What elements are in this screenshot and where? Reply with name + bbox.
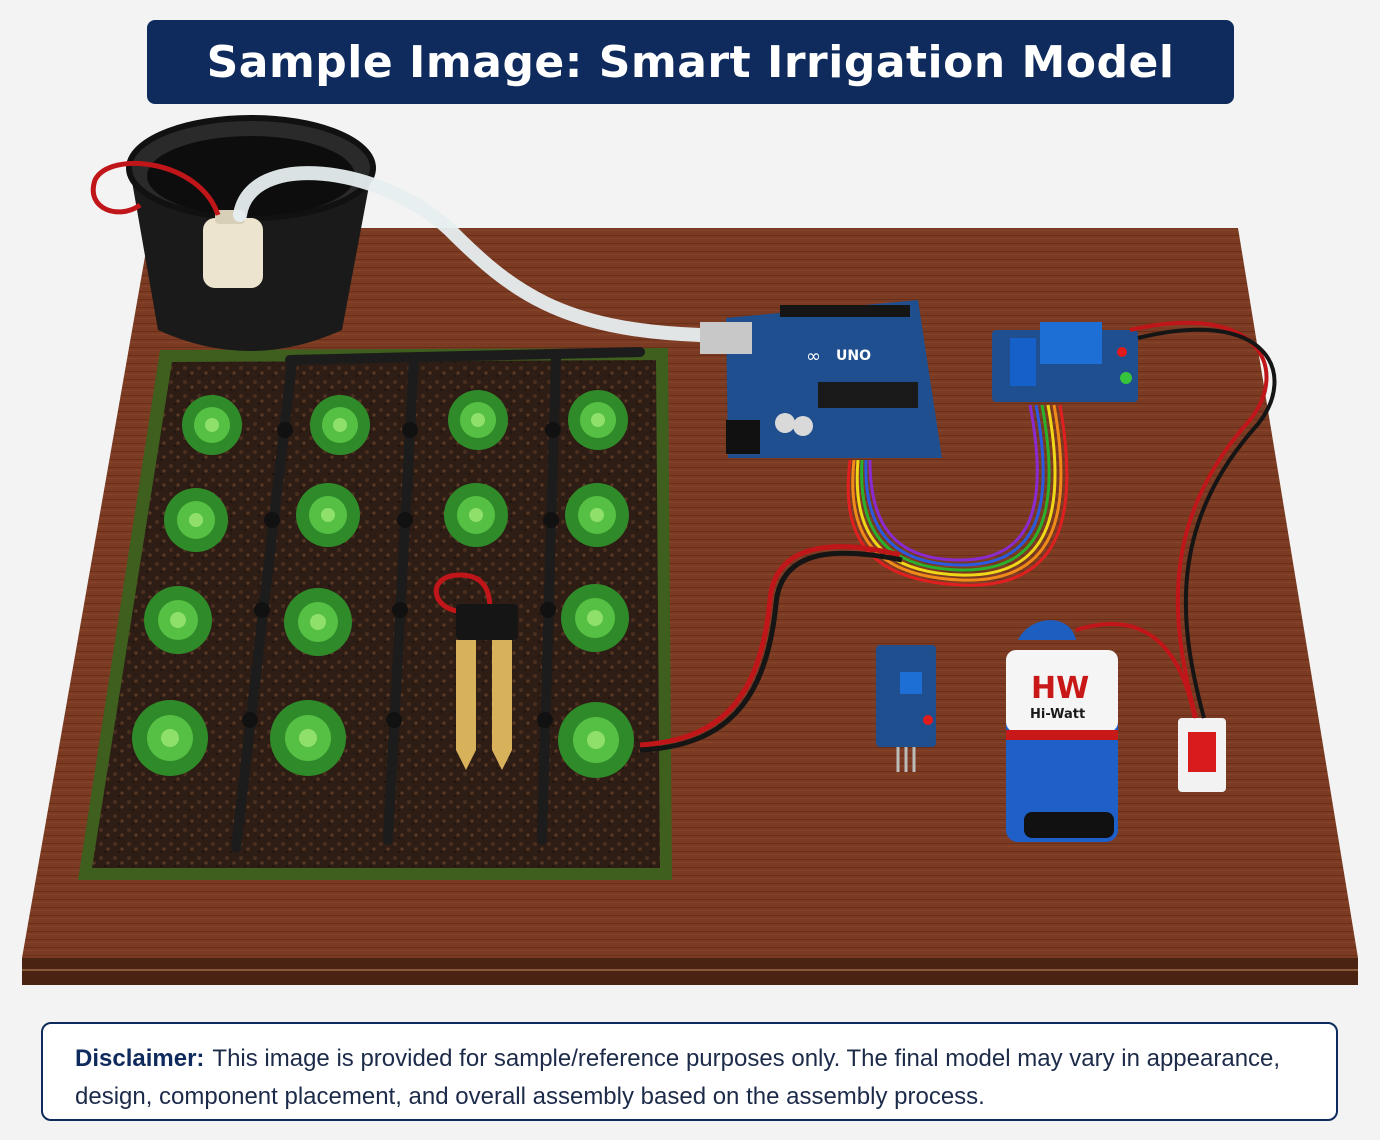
- plant: [182, 395, 242, 455]
- sensor-cable-black: [639, 550, 903, 753]
- disclaimer-label: Disclaimer:: [75, 1045, 205, 1072]
- switch-wire: [1129, 320, 1269, 719]
- plant: [164, 488, 228, 552]
- plant: [310, 395, 370, 455]
- arduino-model-label: UNO: [836, 348, 871, 364]
- plants: [132, 390, 634, 778]
- plant: [284, 588, 352, 656]
- arduino-board: UNO ∞: [700, 300, 942, 458]
- plant: [270, 700, 346, 776]
- moisture-module: [876, 645, 936, 772]
- water-pump: [203, 210, 263, 288]
- battery-brand: HW: [1031, 671, 1089, 706]
- pump-wire: [90, 160, 221, 216]
- sensor-cable: [639, 544, 901, 748]
- battery: HW Hi-Watt: [1006, 620, 1118, 842]
- soil-moisture-sensor: [433, 572, 518, 770]
- plant: [568, 390, 628, 450]
- plant: [132, 700, 208, 776]
- garden-bed: [78, 348, 672, 880]
- disclaimer-box: Disclaimer:This image is provided for sa…: [41, 1022, 1338, 1121]
- silicone-tube: [233, 166, 707, 342]
- plant: [558, 702, 634, 778]
- arduino-infinity-icon: ∞: [806, 346, 821, 367]
- plant: [444, 483, 508, 547]
- page-title: Sample Image: Smart Irrigation Model: [206, 36, 1175, 88]
- plant: [296, 483, 360, 547]
- ribbon-cable: [846, 404, 1069, 587]
- power-switch: [1178, 718, 1226, 792]
- battery-label: Hi-Watt: [1030, 707, 1085, 722]
- relay-module: [992, 322, 1138, 402]
- switch-wire-black: [1137, 327, 1277, 719]
- drip-emitters: [242, 422, 561, 728]
- plant: [144, 586, 212, 654]
- plant: [448, 390, 508, 450]
- disclaimer-text: This image is provided for sample/refere…: [75, 1045, 1281, 1110]
- plant: [565, 483, 629, 547]
- plant: [561, 584, 629, 652]
- title-banner: Sample Image: Smart Irrigation Model: [147, 20, 1234, 104]
